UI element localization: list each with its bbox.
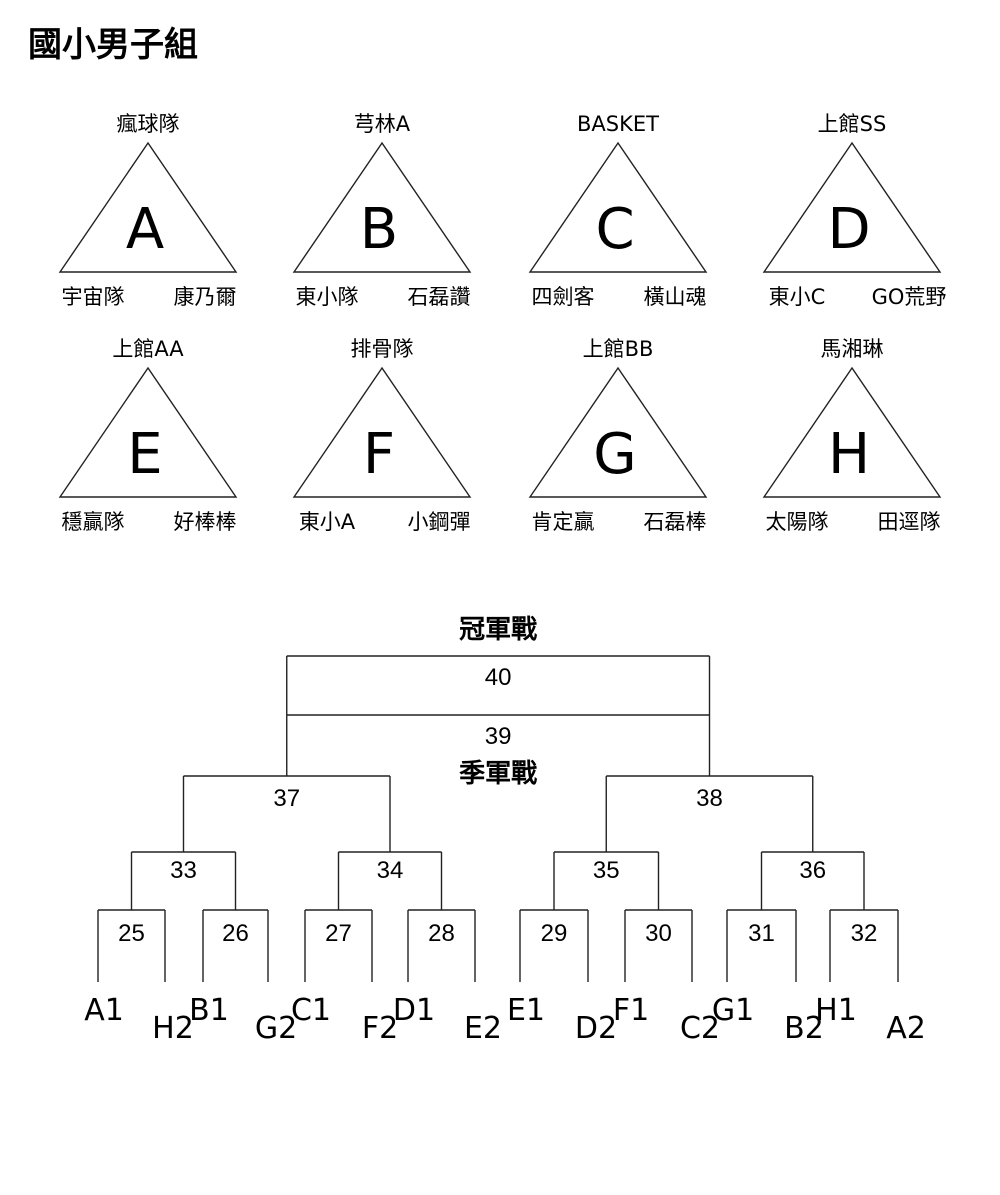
group-right-team: 石磊棒 bbox=[644, 510, 707, 534]
group-left-team: 四劍客 bbox=[532, 285, 595, 309]
group-letter: D bbox=[827, 197, 870, 262]
group-left-team: 太陽隊 bbox=[766, 510, 829, 534]
group-top-team: 馬湘琳 bbox=[821, 337, 884, 361]
round1-match-number: 32 bbox=[851, 920, 878, 947]
group-left-team: 宇宙隊 bbox=[62, 285, 125, 309]
round1-match-number: 30 bbox=[645, 920, 672, 947]
group-g: 上館BB G 肯定贏 石磊棒 bbox=[528, 337, 708, 534]
knockout-bracket: 25 26 27 28 29 30 31 32 33 34 35 36 37 38 冠軍戰 40 39 季軍戰 A1… bbox=[84, 615, 926, 1046]
group-top-team: 上館BB bbox=[583, 337, 654, 361]
seed-label: F2 bbox=[362, 1011, 398, 1046]
round1-match-number: 25 bbox=[118, 920, 145, 947]
group-top-team: 瘋球隊 bbox=[117, 112, 180, 136]
round1-match-number: 28 bbox=[428, 920, 455, 947]
group-triangle bbox=[58, 141, 238, 273]
group-right-team: 小鋼彈 bbox=[408, 510, 471, 534]
group-right-team: 康乃爾 bbox=[174, 285, 237, 309]
group-letter: B bbox=[360, 197, 398, 262]
group-left-team: 東小隊 bbox=[296, 285, 359, 309]
group-letter: H bbox=[828, 422, 870, 487]
round1-match-number: 31 bbox=[748, 920, 775, 947]
group-letter: A bbox=[126, 197, 164, 262]
seed-label: E1 bbox=[507, 993, 545, 1028]
group-f: 排骨隊 F 東小A 小鋼彈 bbox=[292, 337, 472, 534]
group-top-team: 上館AA bbox=[112, 337, 184, 361]
third-match-number: 39 bbox=[485, 723, 512, 750]
group-h: 馬湘琳 H 太陽隊 田逕隊 bbox=[762, 337, 942, 534]
seed-label: H1 bbox=[815, 993, 857, 1028]
group-top-team: 芎林A bbox=[354, 112, 411, 136]
group-right-team: 田逕隊 bbox=[878, 510, 941, 534]
seed-label: B1 bbox=[189, 993, 229, 1028]
group-right-team: 好棒棒 bbox=[174, 510, 237, 534]
group-top-team: 排骨隊 bbox=[351, 337, 414, 361]
group-letter: G bbox=[593, 422, 636, 487]
group-stage: 瘋球隊A宇宙隊康乃爾芎林AB東小隊石磊讚BASKETC四劍客橫山魂上館SSD東小… bbox=[58, 112, 947, 534]
group-right-team: 石磊讚 bbox=[408, 285, 471, 309]
group-right-team: GO荒野 bbox=[872, 285, 947, 309]
group-triangle bbox=[762, 366, 942, 498]
seed-label: B2 bbox=[784, 1011, 824, 1046]
group-letter: F bbox=[363, 422, 395, 487]
group-triangle bbox=[292, 366, 472, 498]
quarter-match-number: 35 bbox=[593, 857, 620, 884]
round1-match-number: 26 bbox=[222, 920, 249, 947]
group-triangle bbox=[58, 366, 238, 498]
quarter-match-number: 36 bbox=[799, 857, 826, 884]
round1-match-number: 29 bbox=[541, 920, 568, 947]
group-triangle bbox=[762, 141, 942, 273]
group-triangle bbox=[528, 141, 708, 273]
seed-label: C1 bbox=[291, 993, 331, 1028]
group-triangle bbox=[292, 141, 472, 273]
group-letter: C bbox=[595, 197, 634, 262]
champion-label: 冠軍戰 bbox=[459, 615, 537, 645]
quarter-match-number: 34 bbox=[377, 857, 404, 884]
seed-label: A1 bbox=[84, 993, 124, 1028]
group-letter: E bbox=[127, 422, 162, 487]
group-left-team: 肯定贏 bbox=[532, 510, 595, 534]
group-top-team: BASKET bbox=[577, 112, 659, 136]
group-left-team: 穩贏隊 bbox=[62, 510, 125, 534]
semi-match-number: 38 bbox=[696, 785, 723, 812]
semi-match-number: 37 bbox=[273, 785, 300, 812]
seed-label: G1 bbox=[712, 993, 754, 1028]
group-top-team: 上館SS bbox=[818, 112, 887, 136]
group-left-team: 東小A bbox=[299, 510, 356, 534]
round1-match-number: 27 bbox=[325, 920, 352, 947]
quarter-match-number: 33 bbox=[170, 857, 197, 884]
seed-label: G2 bbox=[255, 1011, 297, 1046]
seed-label: D1 bbox=[393, 993, 435, 1028]
seed-label: C2 bbox=[680, 1011, 720, 1046]
seed-label: A2 bbox=[886, 1011, 926, 1046]
seed-label: H2 bbox=[152, 1011, 194, 1046]
group-left-team: 東小C bbox=[769, 285, 826, 309]
seed-label: D2 bbox=[575, 1011, 617, 1046]
page-title: 國小男子組 bbox=[28, 25, 198, 65]
group-right-team: 橫山魂 bbox=[644, 285, 707, 309]
group-triangle bbox=[528, 366, 708, 498]
third-place-label: 季軍戰 bbox=[459, 759, 537, 789]
final-match-number: 40 bbox=[485, 664, 512, 691]
seed-label: E2 bbox=[464, 1011, 502, 1046]
seed-label: F1 bbox=[613, 993, 649, 1028]
